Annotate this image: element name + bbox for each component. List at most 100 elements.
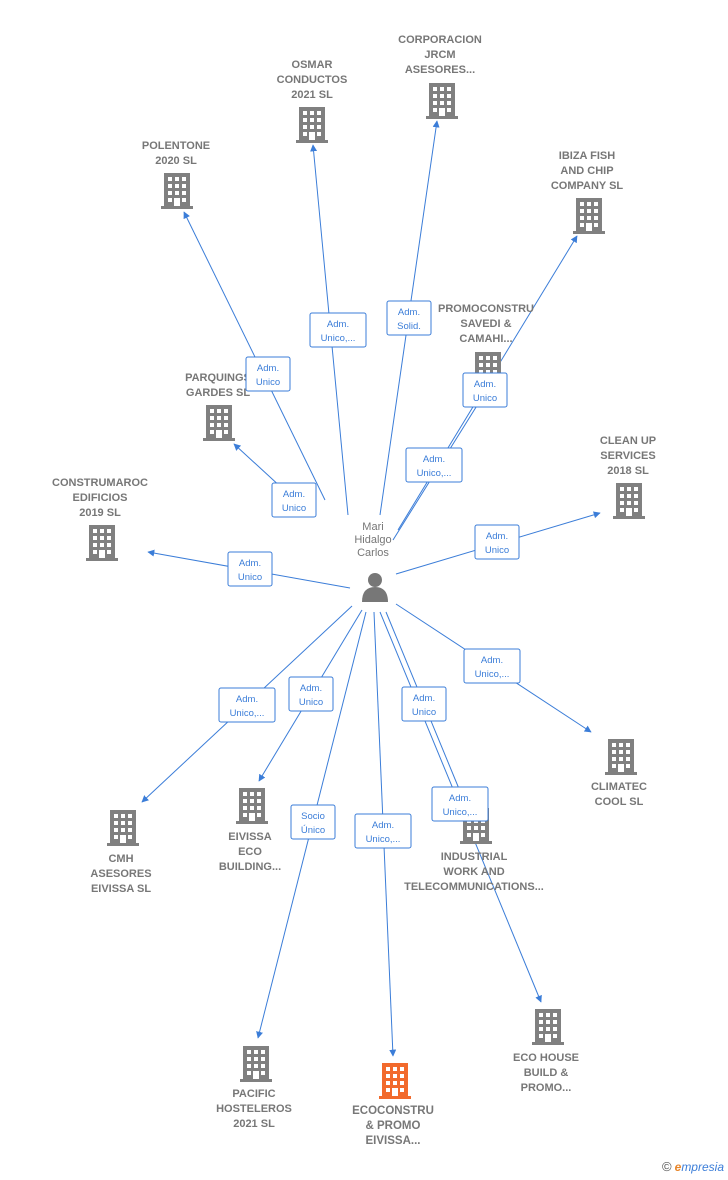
company-label-line: SERVICES (600, 450, 655, 462)
relation-text: Adm.Unico,... (230, 694, 265, 719)
company-label-line: BUILD & (524, 1067, 569, 1079)
building-icon (532, 1009, 564, 1045)
company-label-line: CAMAHI... (459, 333, 512, 345)
building-icon (203, 405, 235, 441)
relation-text: Adm.Solid. (397, 307, 421, 332)
company-label-line: ECO (238, 846, 262, 858)
relation-text-line: Adm. (327, 319, 349, 330)
relation-label-construmaroc[interactable]: Adm.Unico (227, 551, 273, 587)
relation-text-line: Unico (299, 697, 323, 708)
relation-label-osmar[interactable]: Adm.Unico,... (309, 312, 367, 348)
company-label-line: ECOCONSTRU (352, 1105, 434, 1117)
relation-label-corporacion[interactable]: Adm.Solid. (386, 300, 432, 336)
relation-label-parquings[interactable]: Adm.Unico (271, 482, 317, 518)
company-label-line: EDIFICIOS (72, 492, 127, 504)
relation-text: Adm. Unico,... (417, 454, 452, 479)
relation-label-polentone[interactable]: Adm.Unico (245, 356, 291, 392)
company-label-line: IBIZA FISH (559, 150, 615, 162)
relation-box (431, 786, 489, 822)
relation-box (290, 804, 336, 840)
company-label-line: COOL SL (595, 796, 644, 808)
relation-box (354, 813, 412, 849)
company-label-line: CONDUCTOS (277, 74, 348, 86)
company-label-line: PARQUINGS (185, 372, 251, 384)
relation-box (463, 648, 521, 684)
company-label-line: INDUSTRIAL (441, 851, 508, 863)
building-icon (86, 525, 118, 561)
relation-text-line: Unico (412, 707, 436, 718)
company-label-line: ECO HOUSE (513, 1052, 579, 1064)
building-icon (107, 810, 139, 846)
building-icon (161, 173, 193, 209)
relation-text-line: Unico (256, 377, 280, 388)
relation-label-promoconstru[interactable]: Adm.Unico (462, 372, 508, 408)
brand-logo-initial: e (674, 1160, 682, 1174)
company-label-line: SAVEDI & (460, 318, 511, 330)
relation-text: Adm.Unico (412, 693, 436, 718)
building-icon (613, 483, 645, 519)
company-node-promoconstru[interactable]: PROMOCONSTRU SAVEDI & CAMAHI... (438, 303, 534, 388)
relation-text-line: Adm. (283, 489, 305, 500)
relation-text: Adm.Unico,... (366, 820, 401, 845)
relation-box (474, 524, 520, 560)
relation-label-climatec[interactable]: Adm.Unico,... (463, 648, 521, 684)
relation-text-line: Adm. (486, 531, 508, 542)
brand-name: mpresia (681, 1160, 724, 1174)
relation-text-line: Unico (485, 545, 509, 556)
relation-text-line: Adm. (300, 683, 322, 694)
relation-label-ecohouse[interactable]: Adm.Unico,... (431, 786, 489, 822)
relation-box (462, 372, 508, 408)
company-label-line: OSMAR (292, 59, 333, 71)
relation-box (401, 686, 447, 722)
company-label-line: COMPANY SL (551, 180, 624, 192)
relation-box (288, 676, 334, 712)
relation-text-line: Adm. (398, 307, 420, 318)
relation-label-cmh[interactable]: Adm.Unico,... (218, 687, 276, 723)
company-label-line: PROMOCONSTRU (438, 303, 534, 315)
footer-brand[interactable]: ©empresia (662, 1159, 724, 1174)
company-label-line: 2019 SL (79, 507, 121, 519)
relation-label-cleanup[interactable]: Adm. Unico (474, 524, 520, 560)
building-icon (296, 107, 328, 143)
relation-label-industrial[interactable]: Adm.Unico (401, 686, 447, 722)
person-icon (362, 573, 388, 602)
company-label-line: HOSTELEROS (216, 1103, 292, 1115)
relation-text-line: Unico,... (417, 468, 452, 479)
relation-text-line: Unico,... (366, 834, 401, 845)
relation-label-eivissa[interactable]: Adm. Unico (288, 676, 334, 712)
relation-text-line: Adm. (423, 454, 445, 465)
building-icon (236, 788, 268, 824)
relation-box (309, 312, 367, 348)
person-label-line: Mari (362, 521, 383, 533)
relation-text: Adm.Unico (282, 489, 306, 514)
relation-box (386, 300, 432, 336)
company-label-line: CMH (108, 853, 133, 865)
company-label-line: TELECOMMUNICATIONS... (404, 881, 544, 893)
relation-label-ibiza[interactable]: Adm. Unico,... (405, 447, 463, 483)
relation-label-ecoconstru[interactable]: Adm.Unico,... (354, 813, 412, 849)
building-icon (240, 1046, 272, 1082)
